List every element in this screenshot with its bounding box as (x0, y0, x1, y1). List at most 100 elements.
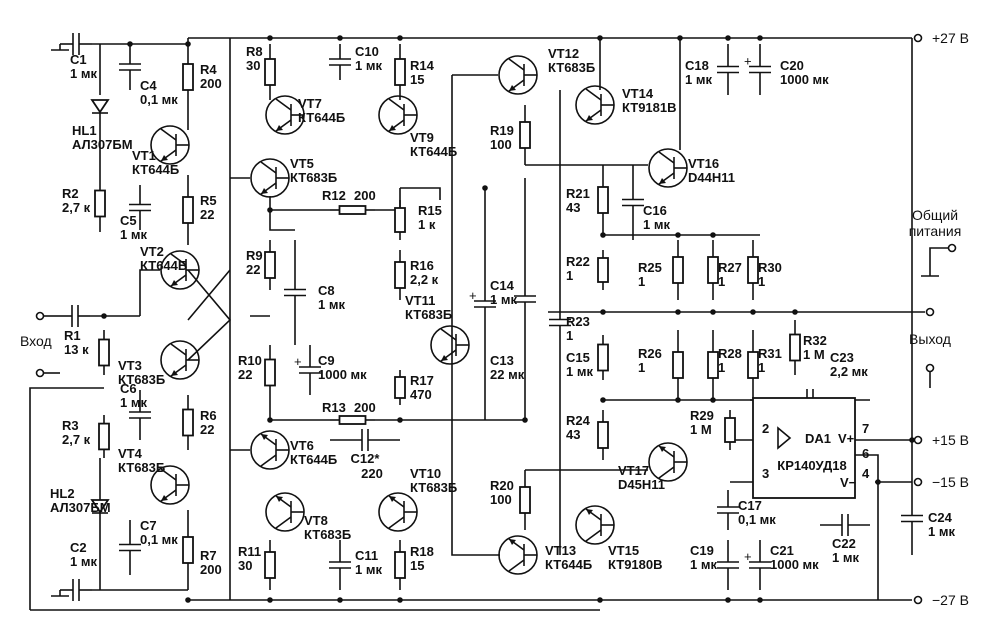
r19-designator: R19 (490, 123, 514, 138)
vt15-arrow (586, 509, 593, 515)
c5-designator: C5 (120, 213, 137, 228)
vt14-arrow (586, 115, 593, 121)
c5-value: 1 мк (120, 227, 147, 242)
minus27-label: −27 В (932, 592, 969, 608)
r9-value: 22 (246, 262, 260, 277)
c15-value: 1 мк (566, 364, 593, 379)
r3-designator: R3 (62, 418, 79, 433)
c22-designator: C22 (832, 536, 856, 551)
c22-value: 1 мк (832, 550, 859, 565)
vt13-collector (508, 559, 525, 572)
da1-body (752, 397, 856, 499)
r21-value: 43 (566, 200, 580, 215)
junction-dot (127, 41, 133, 47)
r22 (597, 257, 609, 283)
r1 (98, 338, 110, 367)
vt11-designator: VT11 (405, 293, 435, 308)
labels: +27 В−27 В+15 В−15 ВОбщийпитанияВыходВхо… (20, 30, 969, 608)
minus15-label: −15 В (932, 474, 969, 490)
junction-dot (725, 35, 731, 41)
junction-dot (597, 35, 603, 41)
r22-value: 1 (566, 268, 573, 283)
c20-value: 1000 мк (780, 72, 829, 87)
junction-dot (267, 597, 273, 603)
vt13-arrow (509, 539, 516, 545)
r25-value: 1 (638, 274, 645, 289)
r7-designator: R7 (200, 548, 217, 563)
r24 (597, 421, 609, 449)
da1-designator: DA1 (805, 431, 831, 446)
junction-dot (397, 35, 403, 41)
vt12-arrow (509, 85, 516, 91)
vt5-designator: VT5 (290, 156, 314, 171)
r15 (394, 207, 406, 233)
junction-dot (597, 597, 603, 603)
junction-dot (757, 35, 763, 41)
c6-designator: C6 (120, 381, 137, 396)
r14-designator: R14 (410, 58, 435, 73)
r4-value: 200 (200, 76, 222, 91)
c17-value: 0,1 мк (738, 512, 776, 527)
c17-designator: C17 (738, 498, 762, 513)
vt6-designator: VT6 (290, 438, 314, 453)
output-label: Выход (909, 331, 951, 347)
r20-designator: R20 (490, 478, 514, 493)
c12-value: 220 (361, 466, 383, 481)
wire (400, 187, 441, 200)
r6-value: 22 (200, 422, 214, 437)
c18-designator: C18 (685, 58, 709, 73)
junction-dot (710, 309, 716, 315)
vt10-value: КТ683Б (410, 480, 457, 495)
junction-dot (600, 309, 606, 315)
r17-designator: R17 (410, 373, 434, 388)
vt1-value: КТ644Б (132, 162, 179, 177)
wire (375, 188, 401, 211)
minus27-terminal (913, 595, 923, 605)
vt4-arrow (161, 495, 168, 501)
r2 (94, 189, 106, 218)
r15-designator: R15 (418, 203, 442, 218)
c21-designator: C21 (770, 543, 794, 558)
vt12-designator: VT12 (548, 46, 579, 61)
vt14-value: КТ9181В (622, 100, 677, 115)
r18 (394, 551, 406, 579)
r28-value: 1 (718, 360, 725, 375)
vt5-collector (260, 161, 277, 174)
r8 (264, 58, 276, 86)
r7 (182, 536, 194, 564)
r16-designator: R16 (410, 258, 434, 273)
vt5-value: КТ683Б (290, 170, 337, 185)
input-gnd-terminal (35, 368, 45, 378)
wire (269, 210, 295, 231)
r5-designator: R5 (200, 193, 217, 208)
r19 (519, 121, 531, 149)
r21 (597, 186, 609, 214)
r18-value: 15 (410, 558, 424, 573)
vt8-value: КТ683Б (304, 527, 351, 542)
vt1-designator: VT1 (132, 148, 156, 163)
r14-value: 15 (410, 72, 424, 87)
r11-designator: R11 (238, 544, 261, 559)
vt1-collector (160, 128, 177, 141)
r30-designator: R30 (758, 260, 782, 275)
r2-designator: R2 (62, 186, 79, 201)
c19-value: 1 мк (690, 557, 717, 572)
r16 (394, 261, 406, 289)
vt4-collector (160, 468, 177, 481)
r3-value: 2,7 к (62, 432, 91, 447)
r23-designator: R23 (566, 314, 590, 329)
vt2-designator: VT2 (140, 244, 164, 259)
r9 (264, 251, 276, 279)
junction-dot (757, 597, 763, 603)
r31 (747, 351, 759, 379)
junction-dot (397, 417, 403, 423)
vt2-value: КТ644Б (140, 258, 187, 273)
r29 (724, 417, 736, 443)
da1-triangle (777, 426, 792, 450)
c16-value: 1 мк (643, 217, 670, 232)
r5-value: 22 (200, 207, 214, 222)
c8-designator: C8 (318, 283, 335, 298)
junction-dot (792, 309, 798, 315)
hl2-led (90, 499, 110, 514)
